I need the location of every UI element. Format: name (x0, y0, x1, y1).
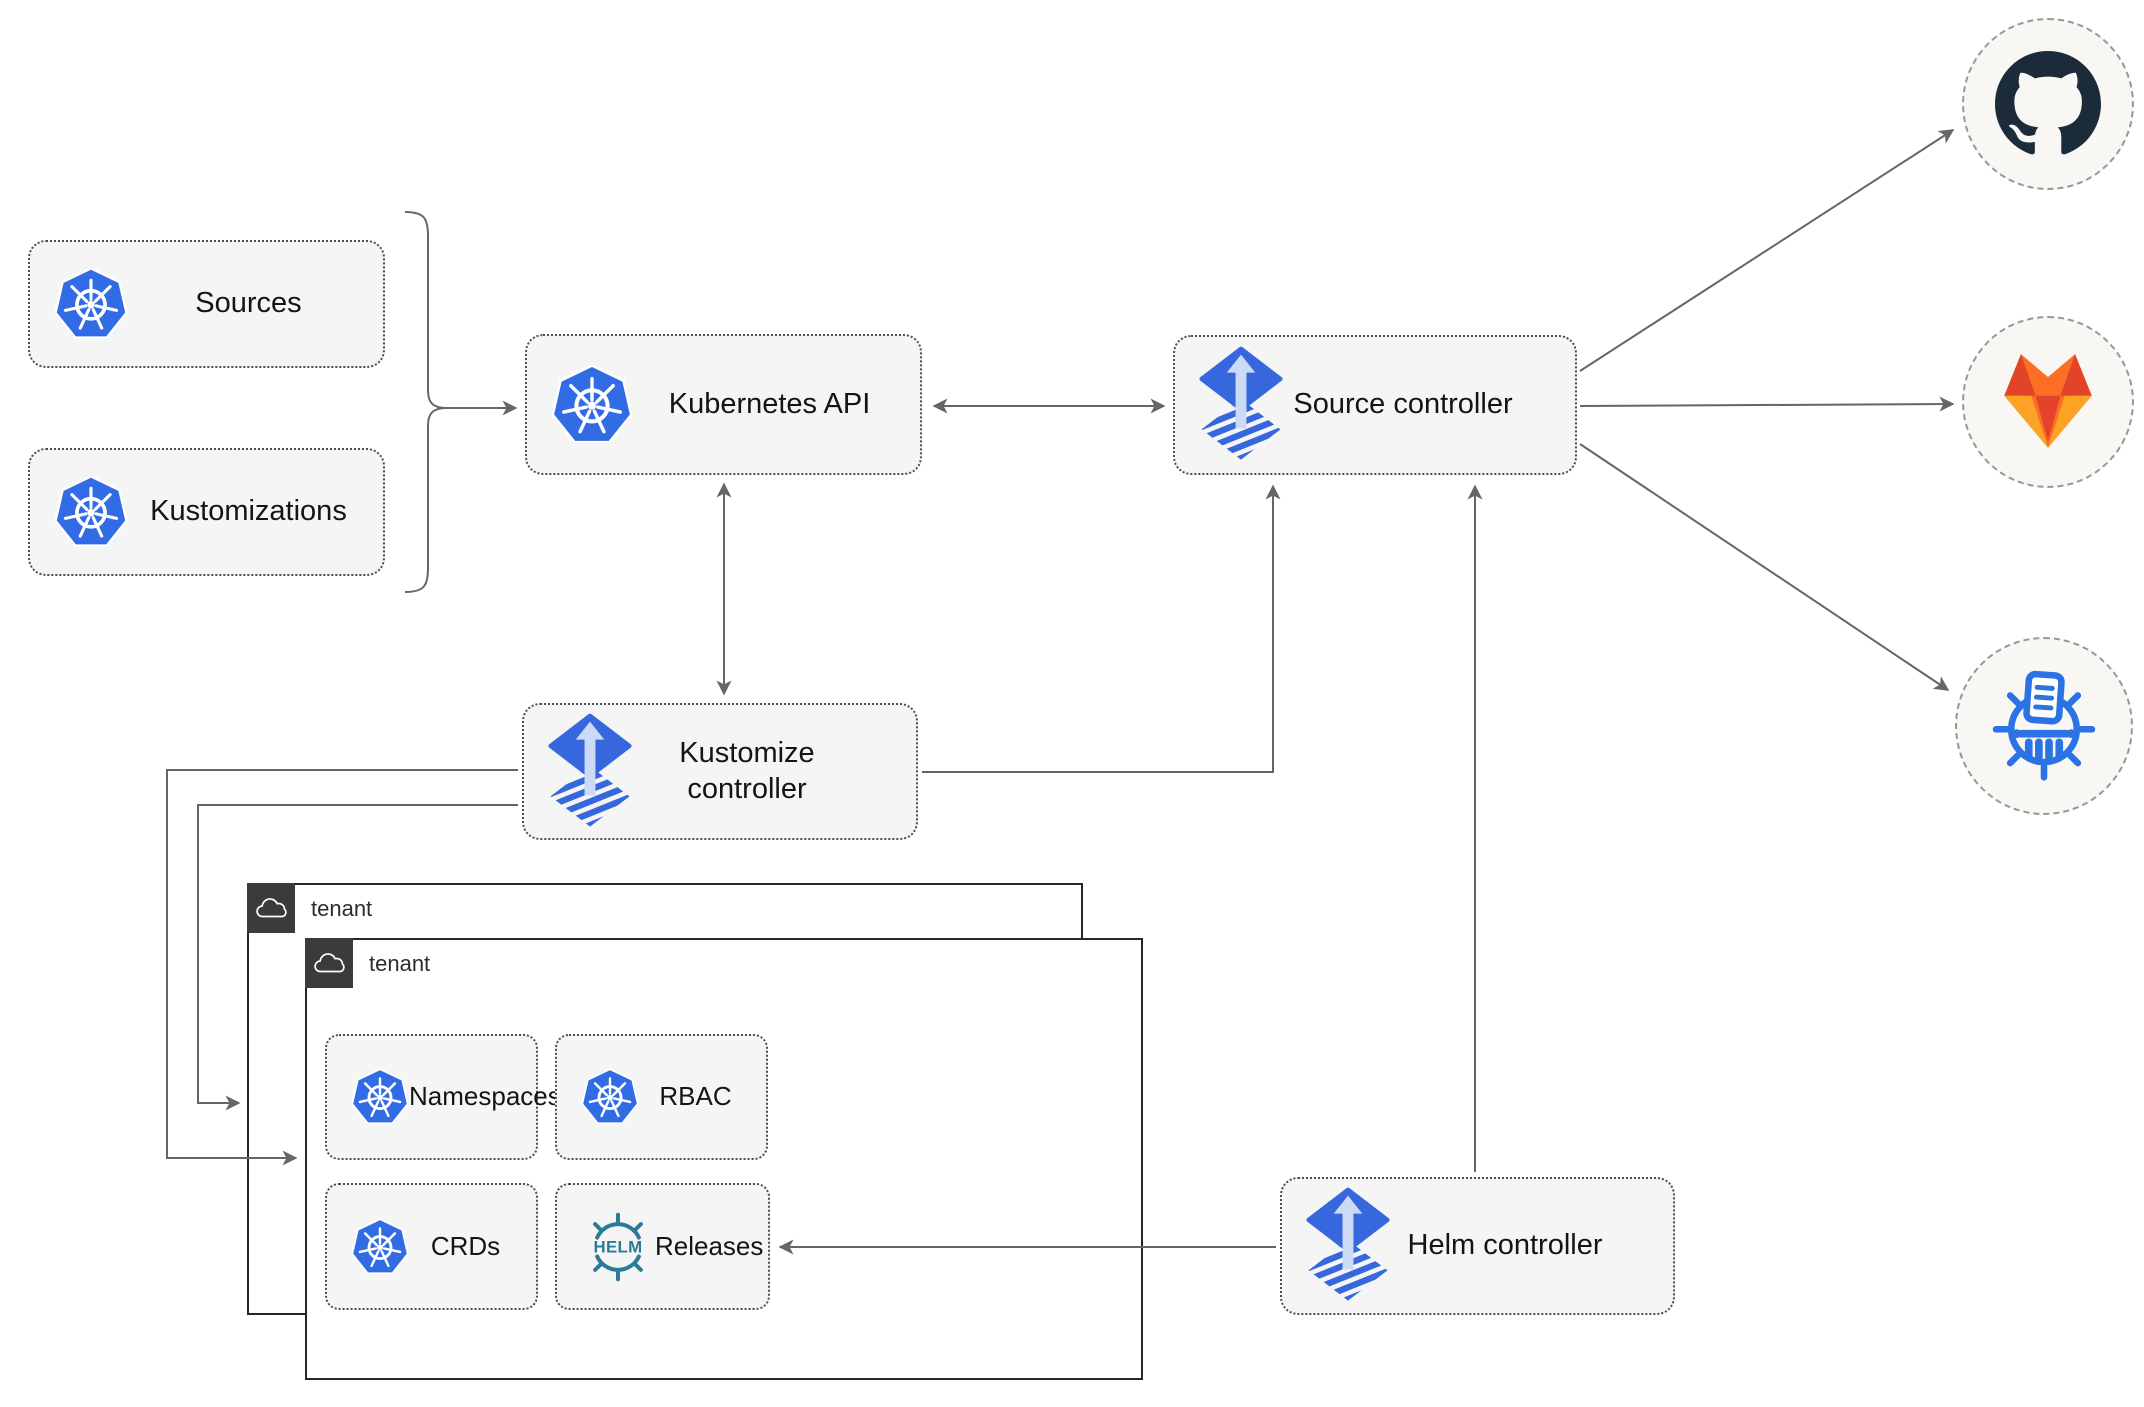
node-helm-controller: Helm controller (1280, 1177, 1675, 1315)
github-icon (1962, 18, 2134, 190)
flux-icon (1199, 346, 1283, 464)
tenant-label: tenant (311, 896, 373, 921)
kubernetes-icon (54, 267, 128, 341)
node-releases-label: Releases (655, 1230, 764, 1261)
node-helm-controller-label: Helm controller (1407, 1229, 1603, 1262)
node-kustomizations-label: Kustomizations (150, 495, 347, 528)
node-source-controller-label: Source controller (1293, 388, 1513, 421)
edge-sourcectrl-registry (1579, 443, 1950, 691)
node-namespaces-label: Namespaces (409, 1081, 561, 1112)
node-kustomize-controller-label: Kustomize controller (679, 737, 815, 805)
edge-sourcectrl-github (1579, 129, 1955, 372)
node-sources: Sources (28, 240, 385, 368)
edge-sourcectrl-gitlab (1579, 396, 1955, 412)
cloud-icon (247, 883, 295, 933)
group-bracket (404, 211, 445, 593)
cloud-icon (305, 938, 353, 988)
node-kubernetes-api: Kubernetes API (525, 334, 922, 475)
node-releases: HELM Releases (555, 1183, 770, 1310)
kubernetes-icon (551, 364, 633, 446)
kubernetes-icon (351, 1068, 409, 1126)
node-source-controller: Source controller (1173, 335, 1577, 475)
helm-logo-text: HELM (594, 1237, 643, 1256)
flux-icon (1306, 1187, 1390, 1305)
node-crds: CRDs (325, 1183, 538, 1310)
node-kubernetes-api-label: Kubernetes API (668, 387, 871, 420)
tenant-label: tenant (369, 951, 431, 976)
node-kustomize-controller: Kustomize controller (522, 703, 918, 840)
node-crds-label: CRDs (430, 1230, 501, 1261)
kubernetes-icon (351, 1217, 409, 1276)
node-rbac-label: RBAC (659, 1081, 732, 1112)
kubernetes-icon (581, 1068, 639, 1126)
flux-icon (548, 713, 632, 831)
node-namespaces: Namespaces (325, 1034, 561, 1160)
oci-registry-icon (1955, 637, 2133, 815)
edge-kustomizectrl-sourcectrl (922, 484, 1281, 773)
gitlab-icon (1962, 316, 2134, 488)
node-sources-label: Sources (195, 287, 302, 320)
node-rbac: RBAC (555, 1034, 768, 1160)
node-kustomizations: Kustomizations (28, 448, 385, 576)
kubernetes-icon (54, 475, 128, 549)
helm-icon: HELM (581, 1210, 655, 1284)
